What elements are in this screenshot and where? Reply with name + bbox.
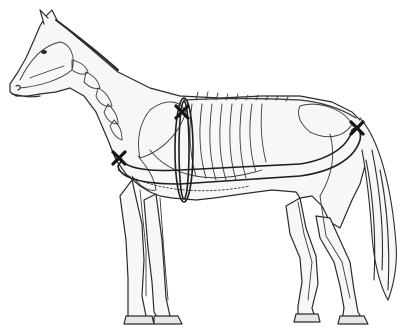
tail <box>360 118 396 300</box>
hind-near-leg <box>316 216 364 322</box>
hind-far-leg <box>286 198 318 320</box>
